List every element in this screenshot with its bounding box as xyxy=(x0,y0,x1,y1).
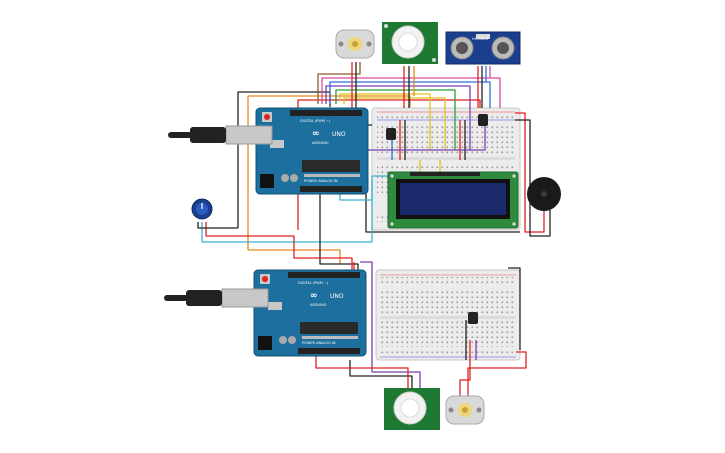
transistor-top-right xyxy=(478,114,488,126)
wire-green-top xyxy=(335,89,456,150)
wire-red-mid xyxy=(293,236,353,272)
pir-sensor-top xyxy=(382,22,438,64)
board-brand-label: UNO xyxy=(330,293,344,300)
wire-yellow-top xyxy=(339,93,431,150)
wire-black-mid xyxy=(319,190,359,272)
arduino-uno-top: DIGITAL (PWM ~) ∞ UNO ARDUINO POWER ANAL… xyxy=(255,107,369,195)
wire-orange-frame xyxy=(247,95,411,250)
wire-bottom-black xyxy=(349,360,413,388)
arduino-logo-icon: ∞ xyxy=(312,129,320,139)
transistor-top-left xyxy=(386,128,396,140)
wire-black-buzzer xyxy=(515,119,551,237)
usb-cable-bottom xyxy=(164,288,269,308)
piezo-buzzer xyxy=(527,177,561,211)
wire-bottom-red-right xyxy=(467,351,527,398)
wire-blue-pot xyxy=(201,180,373,243)
wire-bottom-black-right xyxy=(508,267,521,350)
pir-sensor-bottom xyxy=(384,388,440,430)
wire-pink-top xyxy=(321,77,501,108)
wire-black-pot xyxy=(197,222,238,229)
wire-bb-purple xyxy=(320,120,486,151)
ultrasonic-label: HC-SR04 xyxy=(472,37,489,41)
transistor-bottom xyxy=(468,312,478,324)
board-header-label-bottom: POWER ANALOG IN xyxy=(302,341,336,345)
potentiometer xyxy=(191,198,213,220)
wire-red-pot xyxy=(205,222,294,237)
usb-cable-top xyxy=(168,125,273,145)
breadboard-bottom xyxy=(375,269,521,361)
dc-motor-top xyxy=(335,29,375,59)
arduino-logo-icon: ∞ xyxy=(310,291,318,301)
arduino-uno-bottom: DIGITAL (PWM ~) ∞ UNO ARDUINO POWER ANAL… xyxy=(253,269,367,357)
wire-bottom-red-2 xyxy=(315,356,409,388)
wire-red-buzzer xyxy=(515,112,545,233)
dc-motor-bottom xyxy=(445,395,485,425)
board-header-label-bottom: POWER ANALOG IN xyxy=(304,179,338,183)
board-header-label-top: DIGITAL (PWM ~) xyxy=(300,119,331,123)
wire-cyan-mid xyxy=(339,175,390,201)
lcd-16x2 xyxy=(387,171,519,229)
wire-bottom-red-motor xyxy=(459,340,471,398)
wire-purple-top xyxy=(325,85,471,150)
wire-bottom-purple xyxy=(360,261,421,388)
wire-orange-mid xyxy=(248,249,341,264)
board-header-label-top: DIGITAL (PWM ~) xyxy=(298,281,329,285)
wire-brown-top xyxy=(317,62,361,104)
wire-blue-top xyxy=(329,81,491,108)
wire-yellow-top-2 xyxy=(343,97,446,150)
ultrasonic-sensor: HC-SR04 xyxy=(445,31,521,65)
wires xyxy=(197,62,551,398)
board-model-label: ARDUINO xyxy=(312,141,329,145)
board-model-label: ARDUINO xyxy=(310,303,327,307)
board-brand-label: UNO xyxy=(332,131,346,138)
